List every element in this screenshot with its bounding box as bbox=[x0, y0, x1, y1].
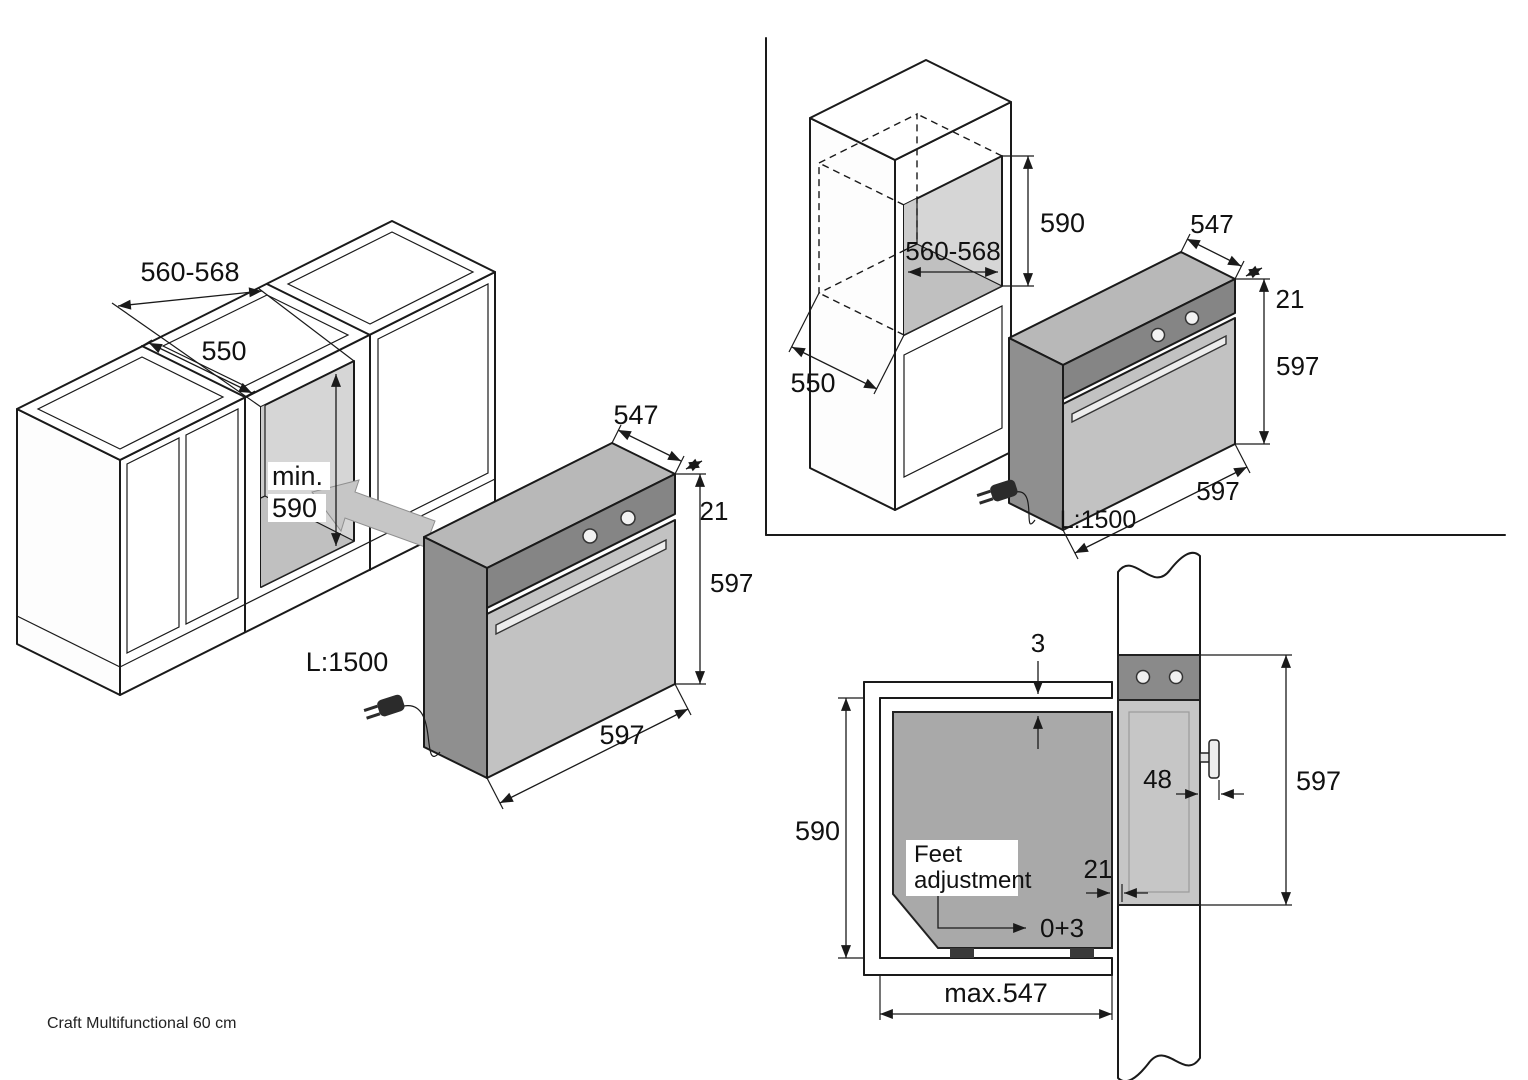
dim-frame-overlap: 21 bbox=[685, 458, 729, 526]
cabinet-door bbox=[377, 283, 489, 529]
oven-control-panel bbox=[486, 473, 676, 609]
dim-label-column-niche-height: 590 bbox=[1040, 208, 1085, 238]
feet-range-label: 0+3 bbox=[1040, 913, 1084, 943]
dim-oven-width: 597 bbox=[1062, 443, 1251, 560]
feet-label-line1: Feet bbox=[914, 841, 962, 868]
base-cabinet-view: L:1500 560-568 550 min. 590 547 bbox=[16, 220, 753, 810]
oven-side bbox=[423, 536, 488, 779]
oven-handle bbox=[1071, 334, 1227, 424]
power-cord bbox=[976, 479, 1036, 525]
dim-label-oven-width: 597 bbox=[1196, 476, 1239, 506]
dim-label-top-gap: 3 bbox=[1031, 628, 1045, 658]
installation-section-view: 3 590 597 48 21 Feet bbox=[795, 551, 1341, 1080]
dim-label-handle-depth: 48 bbox=[1143, 764, 1172, 794]
dim-label-top-depth: 550 bbox=[201, 336, 246, 366]
oven-handle bbox=[495, 538, 667, 636]
oven-front-section bbox=[1117, 654, 1220, 906]
dim-min-niche-height: min. 590 bbox=[268, 374, 342, 546]
dim-oven-width: 597 bbox=[486, 683, 692, 810]
dim-oven-height: 597 bbox=[675, 473, 753, 685]
fascia-panels bbox=[1117, 551, 1201, 1080]
cabinet-door bbox=[185, 408, 239, 625]
dim-label-min-word: min. bbox=[272, 461, 323, 491]
dim-label-oven-depth: 547 bbox=[1190, 209, 1233, 239]
tall-cabinet-drawing bbox=[809, 59, 1012, 511]
power-plug-icon bbox=[363, 694, 405, 720]
cabinet-door bbox=[903, 305, 1003, 478]
dim-oven-depth: 547 bbox=[611, 400, 685, 475]
dim-column-opening-width: 560-568 bbox=[905, 236, 1001, 278]
dim-label-oven-width: 597 bbox=[599, 720, 644, 750]
dim-label-frame-overlap: 21 bbox=[700, 496, 729, 526]
dim-label-front-height: 597 bbox=[1296, 766, 1341, 796]
oven-knob bbox=[1150, 327, 1166, 343]
dim-oven-height: 597 bbox=[1235, 278, 1319, 445]
dim-column-niche-height: 590 bbox=[1002, 155, 1085, 287]
dim-label-oven-height: 597 bbox=[710, 568, 753, 598]
dim-label-column-opening-width: 560-568 bbox=[905, 236, 1000, 266]
oven-foot bbox=[1070, 948, 1094, 958]
cable-length-label: L:1500 bbox=[1060, 506, 1136, 534]
dim-oven-depth: 547 bbox=[1180, 209, 1245, 280]
dim-max-depth: max.547 bbox=[879, 975, 1113, 1020]
cable-length-label: L:1500 bbox=[306, 647, 389, 677]
oven-knob bbox=[1135, 669, 1151, 685]
fascia-lower bbox=[1117, 904, 1201, 1080]
oven-knob bbox=[1168, 669, 1184, 685]
dim-column-niche-depth: 550 bbox=[788, 292, 905, 398]
dim-label-oven-height: 597 bbox=[1276, 351, 1319, 381]
dim-handle-depth: 48 bbox=[1143, 764, 1244, 800]
oven-control-panel bbox=[1117, 654, 1201, 701]
insertion-arrow bbox=[311, 479, 436, 548]
dim-label-column-niche-depth: 550 bbox=[790, 368, 835, 398]
fascia-upper bbox=[1117, 551, 1201, 656]
oven-side bbox=[1008, 337, 1064, 531]
dim-label-opening-width: 560-568 bbox=[140, 257, 239, 287]
oven-knob bbox=[620, 510, 636, 526]
oven-knob bbox=[1184, 310, 1200, 326]
oven-control-panel bbox=[1062, 278, 1236, 400]
power-plug-icon bbox=[976, 479, 1018, 505]
tall-cabinet-view: 560-568 590 550 bbox=[788, 59, 1319, 560]
hidden-niche-outline bbox=[818, 112, 918, 295]
dim-label-min-value: 590 bbox=[272, 493, 317, 523]
feet-adjustment-note: Feet adjustment 0+3 bbox=[906, 840, 1084, 943]
dim-front-height: 597 bbox=[1200, 654, 1341, 906]
dim-opening-width: 560-568 bbox=[111, 257, 355, 408]
cabinet-door bbox=[126, 437, 180, 654]
oven-door bbox=[1117, 699, 1201, 906]
dim-top-depth: 550 bbox=[141, 336, 256, 398]
dim-frame-overlap: 21 bbox=[1084, 854, 1148, 902]
dim-label-niche-height: 590 bbox=[795, 816, 840, 846]
power-cord bbox=[363, 694, 441, 757]
oven-handle bbox=[1208, 739, 1220, 779]
sheet-caption: Craft Multifunctional 60 cm bbox=[47, 1015, 236, 1032]
feet-label-line2: adjustment bbox=[914, 867, 1032, 894]
oven-foot bbox=[950, 948, 974, 958]
oven-illustration bbox=[423, 442, 676, 779]
dim-label-max-depth: max.547 bbox=[944, 978, 1048, 1008]
dim-label-oven-depth: 547 bbox=[613, 400, 658, 430]
oven-knob bbox=[582, 528, 598, 544]
dim-label-frame-overlap: 21 bbox=[1276, 284, 1305, 314]
dim-label-frame-overlap: 21 bbox=[1084, 854, 1113, 884]
dim-top-gap: 3 bbox=[1031, 628, 1045, 749]
dim-niche-height: 590 bbox=[795, 697, 864, 959]
dim-frame-overlap: 21 bbox=[1245, 265, 1305, 314]
